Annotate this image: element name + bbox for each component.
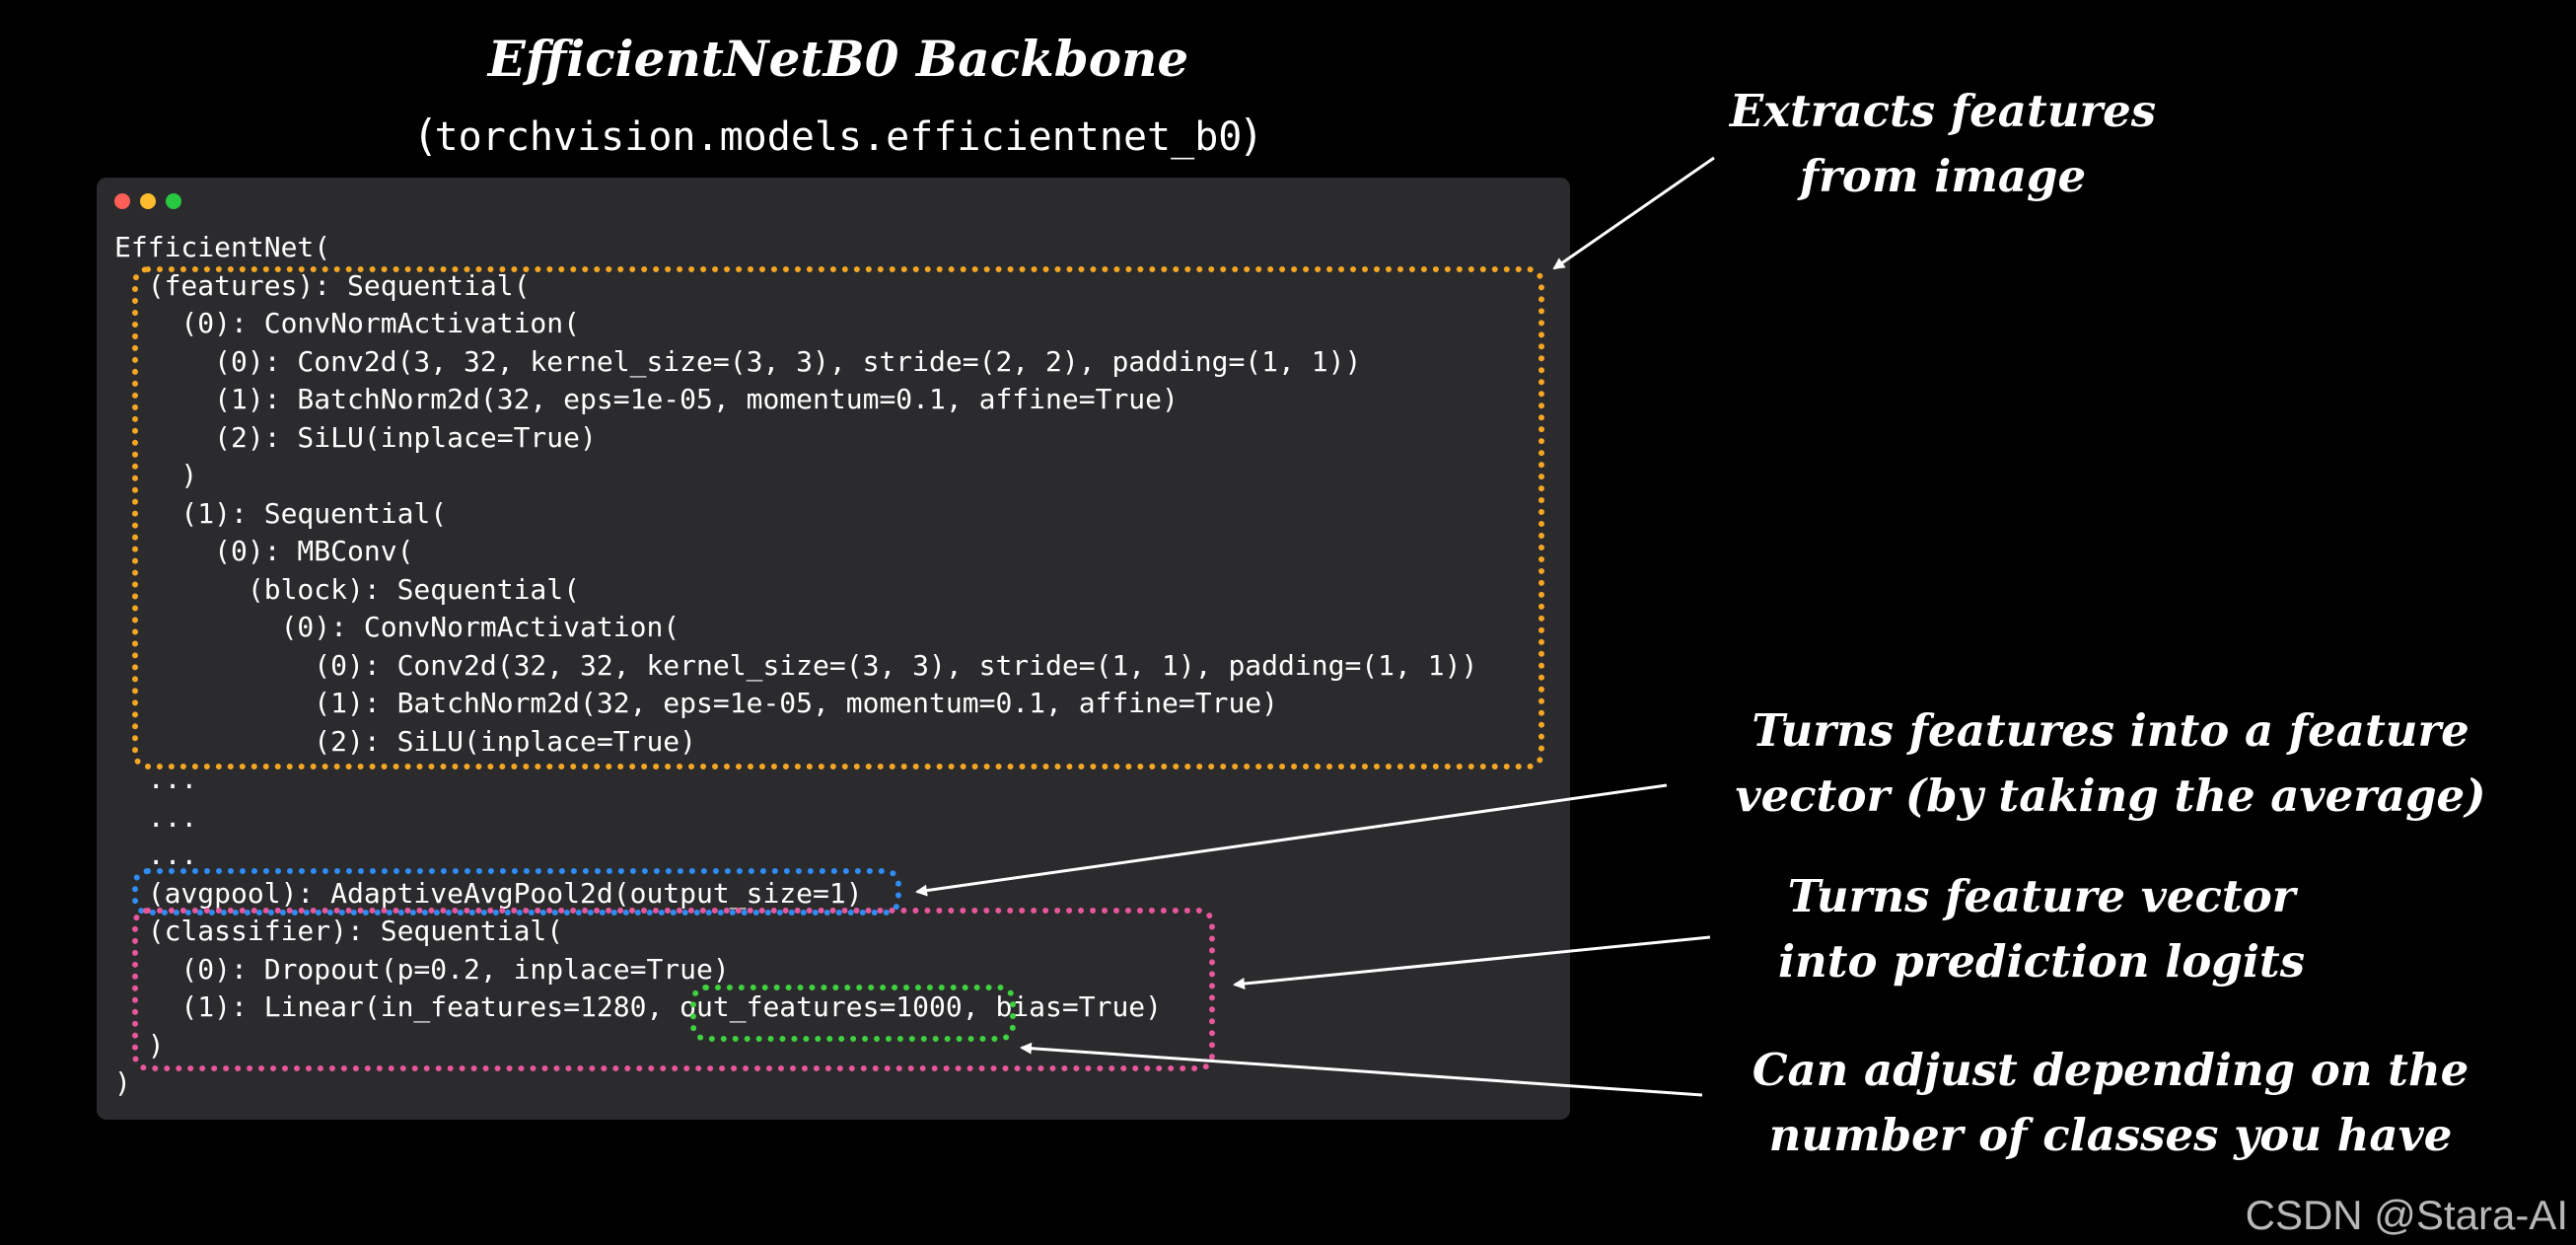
code-line: (2): SiLU(inplace=True): [114, 420, 597, 454]
annotation-line: Can adjust depending on the: [1752, 1044, 2469, 1096]
out-features-annotation: Can adjust depending on the number of cl…: [1716, 1038, 2505, 1168]
code-line: ...: [114, 839, 198, 871]
code-line: (block): Sequential(: [114, 572, 581, 606]
code-line: ): [114, 459, 198, 491]
code-line: (features): Sequential(: [114, 268, 531, 302]
diagram-subtitle: (torchvision.models.efficientnet_b0): [0, 110, 1677, 161]
code-line: (0): Conv2d(3, 32, kernel_size=(3, 3), s…: [114, 344, 1362, 378]
annotation-line: Turns features into a feature: [1752, 704, 2469, 757]
subtitle-close-paren: ): [1242, 110, 1259, 161]
code-line: ): [114, 1066, 131, 1099]
features-arrow: [1552, 156, 1715, 270]
diagram-title: EfficientNetB0 Backbone: [487, 30, 1189, 88]
code-line: ...: [114, 800, 198, 834]
classifier-annotation: Turns feature vector into prediction log…: [1706, 864, 2377, 994]
code-line: (1): BatchNorm2d(32, eps=1e-05, momentum…: [114, 687, 1279, 719]
close-window-dot: [114, 193, 130, 209]
code-line: (0): Conv2d(32, 32, kernel_size=(3, 3), …: [114, 648, 1478, 682]
subtitle-open-paren: (: [417, 110, 435, 161]
code-line: (1): Sequential(: [114, 496, 448, 530]
code-line: (0): MBConv(: [114, 535, 414, 567]
code-line: (0): Dropout(p=0.2, inplace=True): [114, 952, 730, 986]
code-line: (0): ConvNormActivation(: [114, 307, 581, 339]
subtitle-module-path: torchvision.models.efficientnet_b0: [434, 114, 1243, 160]
code-line: EfficientNet(: [114, 231, 331, 263]
classifier-arrow: [1233, 935, 1711, 989]
features-annotation: Extracts features from image: [1706, 79, 2180, 209]
out-features-highlight-box: [690, 985, 1016, 1042]
annotation-line: number of classes you have: [1768, 1109, 2453, 1161]
out-features-arrow: [1020, 1042, 1703, 1097]
code-line: (1): Linear(in_features=1280, out_featur…: [114, 990, 1163, 1023]
minimize-window-dot: [140, 193, 156, 209]
avgpool-arrow: [915, 783, 1668, 897]
annotation-line: Turns feature vector: [1787, 870, 2296, 922]
maximize-window-dot: [166, 193, 181, 209]
classifier-highlight-box: [132, 908, 1215, 1071]
model-printout: EfficientNet( (features): Sequential( (0…: [114, 229, 1477, 1103]
code-line: ): [114, 1028, 165, 1062]
watermark: CSDN @Stara-AI: [2245, 1192, 2568, 1238]
code-line: (1): BatchNorm2d(32, eps=1e-05, momentum…: [114, 383, 1179, 415]
code-line: (0): ConvNormActivation(: [114, 611, 680, 643]
code-line: (classifier): Sequential(: [114, 915, 564, 947]
avgpool-annotation: Turns features into a feature vector (by…: [1677, 698, 2544, 829]
annotation-line: into prediction logits: [1777, 935, 2306, 988]
code-line: (avgpool): AdaptiveAvgPool2d(output_size…: [114, 876, 863, 910]
annotation-line: vector (by taking the average): [1735, 769, 2486, 822]
annotation-line: Extracts features: [1729, 85, 2157, 137]
annotation-line: from image: [1799, 150, 2087, 202]
features-highlight-box: [132, 266, 1544, 769]
code-line: (2): SiLU(inplace=True): [114, 724, 697, 758]
code-window: [97, 178, 1570, 1120]
